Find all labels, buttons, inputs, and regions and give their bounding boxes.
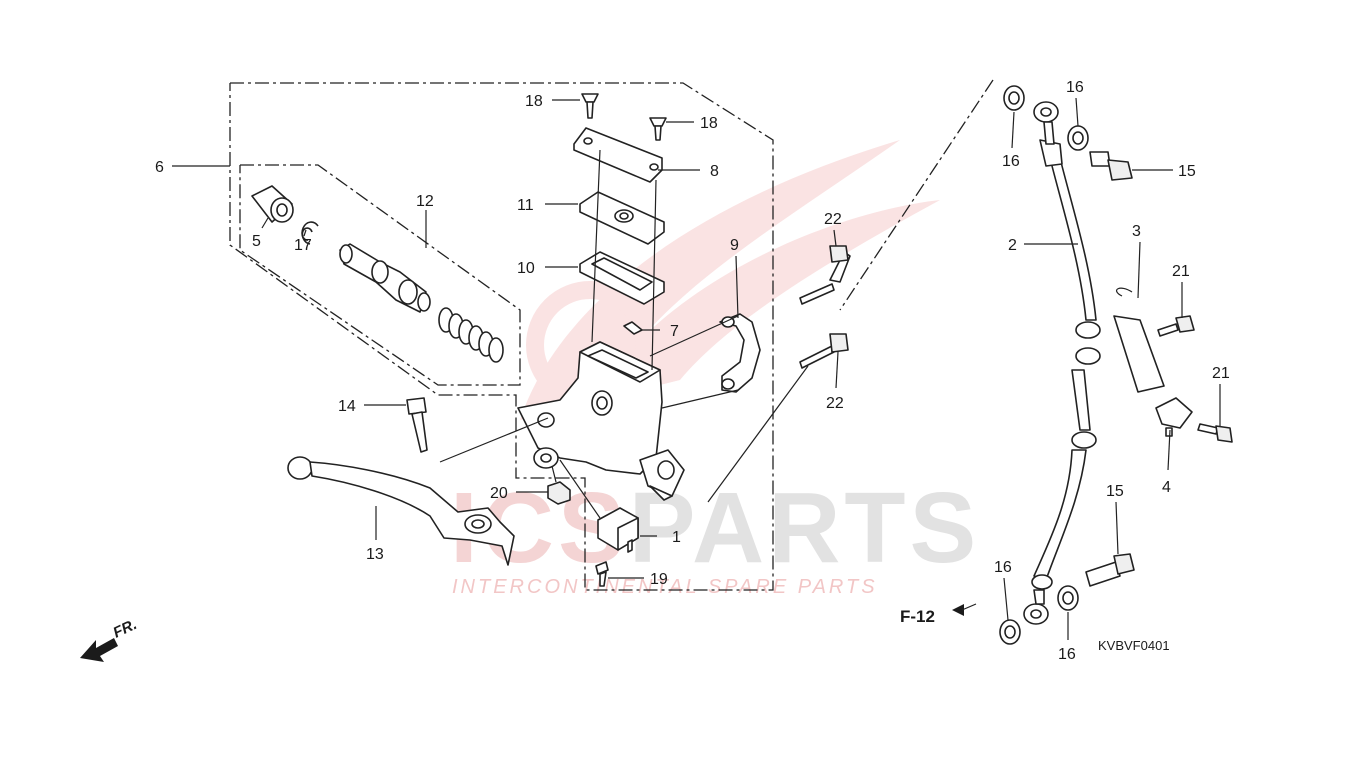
- direction-label: FR.: [111, 616, 140, 642]
- sealing-washer-3: [999, 619, 1021, 645]
- direction-arrow-icon: [80, 638, 118, 662]
- callout-21-b: 21: [1212, 365, 1230, 382]
- reference-indicator: F-12: [900, 603, 977, 626]
- watermark-tagline: INTERCONTINENTAL SPARE PARTS: [452, 576, 878, 598]
- callout-18-b: 18: [700, 115, 718, 132]
- front-direction-indicator: FR.: [80, 616, 140, 662]
- callout-14: 14: [338, 398, 356, 415]
- callout-13: 13: [366, 546, 384, 563]
- oil-bolt-lower: [1085, 553, 1135, 587]
- cap-screw-1: [581, 93, 599, 119]
- holder-bolt-upper: [799, 245, 851, 305]
- brake-hose: [1031, 139, 1101, 590]
- brake-light-switch: [597, 507, 639, 553]
- callout-15-lower: 15: [1106, 483, 1124, 500]
- callout-3: 3: [1132, 223, 1141, 240]
- callout-12: 12: [416, 193, 434, 210]
- sealing-washer-1: [1003, 85, 1025, 111]
- callout-22-upper: 22: [824, 211, 842, 228]
- callout-21-a: 21: [1172, 263, 1190, 280]
- callout-8: 8: [710, 163, 719, 180]
- reservoir-cap: [573, 127, 663, 183]
- callout-16-c: 16: [994, 559, 1012, 576]
- callout-16-b: 16: [1066, 79, 1084, 96]
- rear-brake-switch: [1155, 397, 1193, 437]
- watermark-logo: ICSPARTS: [450, 478, 980, 578]
- handlebar-holder: [719, 313, 761, 393]
- callout-10: 10: [517, 260, 535, 277]
- callout-16-a: 16: [1002, 153, 1020, 170]
- assembly-boundary: [229, 79, 994, 591]
- clamp-bolt-1: [1157, 315, 1195, 337]
- callout-1: 1: [672, 529, 681, 546]
- circlip: [301, 221, 319, 245]
- callout-22-lower: 22: [826, 395, 844, 412]
- sealing-washer-2: [1067, 125, 1089, 151]
- callout-4: 4: [1162, 479, 1171, 496]
- watermark-logo-suffix: PARTS: [628, 472, 981, 584]
- sealing-washer-4: [1057, 585, 1079, 611]
- callout-2: 2: [1008, 237, 1017, 254]
- switch-screw: [595, 561, 609, 587]
- pivot-bolt: [406, 397, 428, 453]
- pivot-nut: [547, 481, 571, 505]
- holder-bolt-lower: [799, 333, 849, 369]
- piston-set: [339, 243, 431, 313]
- callout-19: 19: [650, 571, 668, 588]
- master-cylinder-body: [517, 341, 685, 501]
- clamp-bolt-2: [1197, 423, 1233, 443]
- callout-17: 17: [294, 237, 312, 254]
- callout-5: 5: [252, 233, 261, 250]
- callout-20: 20: [490, 485, 508, 502]
- callout-16-d: 16: [1058, 646, 1076, 663]
- callout-15-upper: 15: [1178, 163, 1196, 180]
- reference-arrow-icon: [952, 604, 964, 616]
- spring: [438, 307, 504, 363]
- callout-7: 7: [670, 323, 679, 340]
- cap-screw-2: [649, 117, 667, 141]
- banjo-fitting-upper: [1033, 101, 1059, 145]
- callout-9: 9: [730, 237, 739, 254]
- callout-6: 6: [155, 159, 164, 176]
- brake-lever: [287, 456, 515, 566]
- diaphragm: [579, 251, 665, 305]
- callout-11: 11: [517, 197, 534, 214]
- callout-18-a: 18: [525, 93, 543, 110]
- dust-boot: [251, 185, 294, 223]
- banjo-fitting-lower: [1023, 589, 1049, 625]
- hose-clamp: [1113, 287, 1165, 393]
- callout-labels: 1 2 3 4 5 6 7 8 9 10 11 12 13 14 15 15 1…: [155, 79, 1230, 663]
- diagram-code: KVBVF0401: [1098, 638, 1170, 653]
- reference-label: F-12: [900, 607, 935, 626]
- leader-lines: [172, 97, 1221, 640]
- cap-plate: [579, 191, 665, 245]
- oil-bolt-upper: [1089, 151, 1133, 181]
